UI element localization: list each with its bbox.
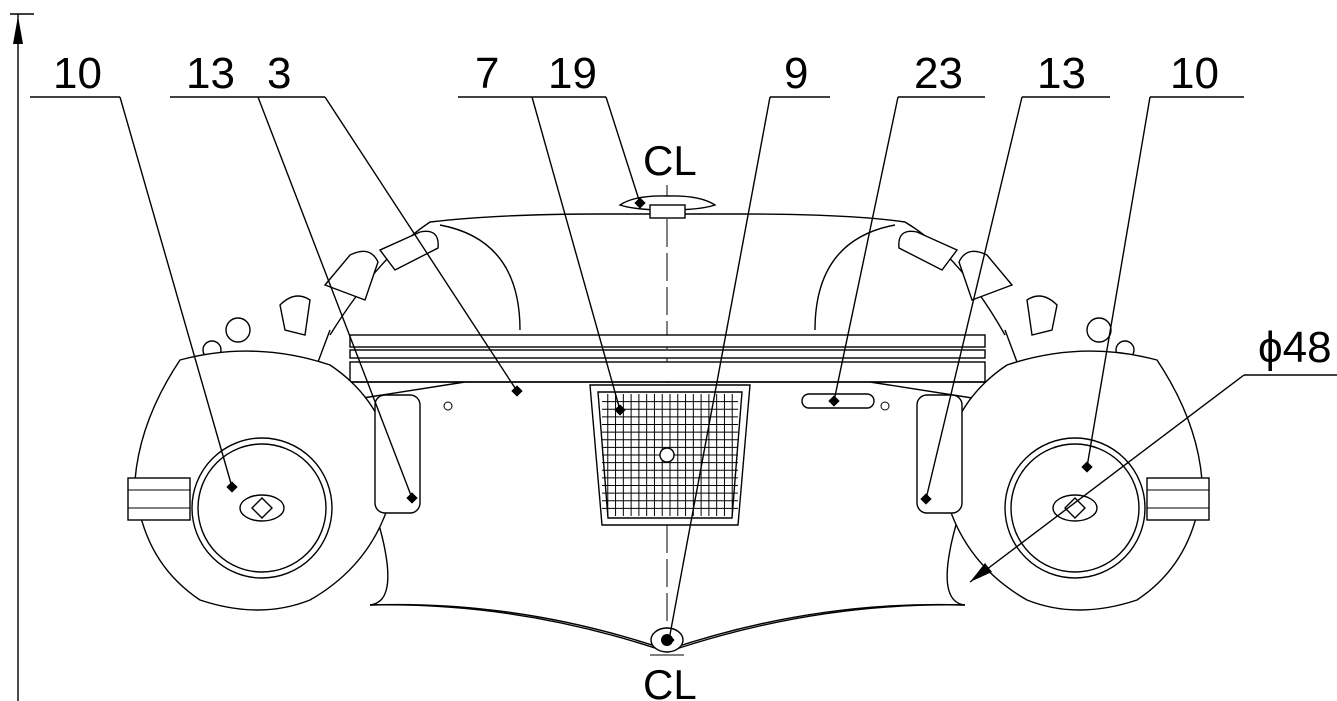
callout-9: 9 [784, 49, 808, 98]
callout-23: 23 [914, 49, 963, 98]
diameter-label: ϕ48 [1258, 323, 1332, 372]
boat-hull [314, 195, 1021, 656]
bow-cleat [618, 195, 717, 219]
callout-13-left: 13 [186, 49, 235, 98]
callout-labels: 10 13 3 7 19 9 23 13 10 [30, 49, 1244, 98]
centerline-label-bottom: CL [643, 661, 697, 701]
callout-10-left: 10 [53, 49, 102, 98]
tube-handles [279, 230, 1058, 336]
callout-10-right: 10 [1170, 49, 1219, 98]
callout-13-right: 13 [1037, 49, 1086, 98]
height-dimension-line [10, 13, 34, 701]
callout-3: 3 [267, 49, 291, 98]
callout-7: 7 [475, 49, 499, 98]
centerline-label-top: CL [643, 137, 697, 184]
wheel-diameter-dimension: ϕ48 [969, 323, 1337, 583]
right-transom-wheel [916, 350, 1210, 611]
leader-lines [119, 96, 1151, 646]
stern-grate [589, 384, 751, 526]
callout-19: 19 [548, 49, 597, 98]
left-transom-wheel [127, 350, 421, 611]
